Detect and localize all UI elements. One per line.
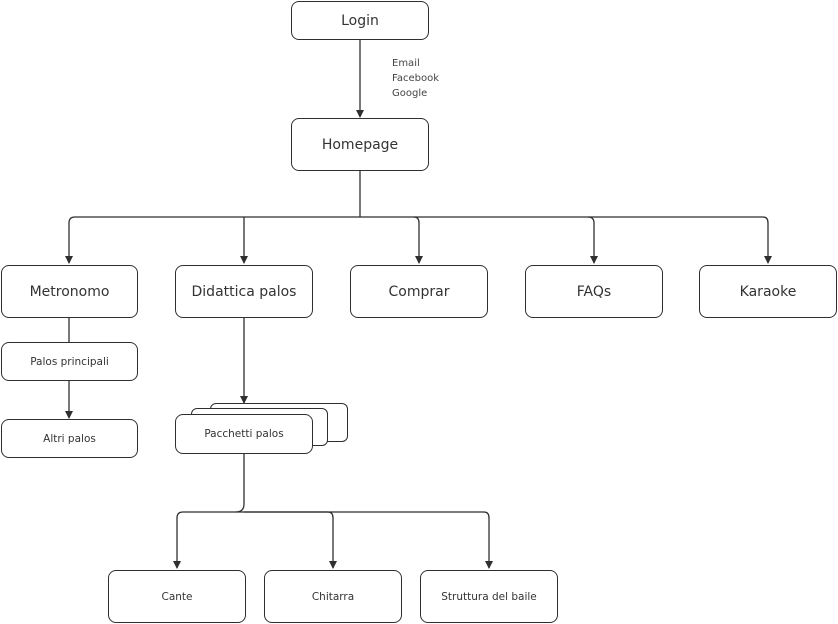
edge-bus-karaoke	[762, 216, 772, 264]
edge-bus-metronomo	[65, 216, 76, 264]
edge-bus-faqs	[587, 216, 598, 264]
login-method-google: Google	[392, 88, 428, 99]
edge-bus-chitarra	[243, 511, 337, 569]
edge-bus-struttura	[483, 511, 493, 569]
edge-bus-comprar	[413, 216, 423, 264]
node-palos-principali: Palos principali	[1, 342, 138, 381]
edge-bus-cante	[173, 511, 184, 569]
node-pacchetti-palos: Pacchetti palos	[175, 414, 313, 454]
node-cante: Cante	[108, 570, 246, 623]
login-method-email: Email	[392, 58, 420, 69]
login-methods: Email Facebook Google	[392, 56, 439, 101]
node-altri-palos: Altri palos	[1, 419, 138, 458]
edge-pacchetti-bus	[235, 454, 245, 513]
node-didattica-palos: Didattica palos	[175, 265, 313, 318]
node-metronomo: Metronomo	[1, 265, 138, 318]
node-struttura-del-baile: Struttura del baile	[420, 570, 558, 623]
node-homepage: Homepage	[291, 118, 429, 171]
login-method-facebook: Facebook	[392, 73, 439, 84]
node-faqs: FAQs	[525, 265, 663, 318]
node-chitarra: Chitarra	[264, 570, 402, 623]
node-comprar: Comprar	[350, 265, 488, 318]
node-karaoke: Karaoke	[699, 265, 837, 318]
node-login: Login	[291, 1, 429, 40]
